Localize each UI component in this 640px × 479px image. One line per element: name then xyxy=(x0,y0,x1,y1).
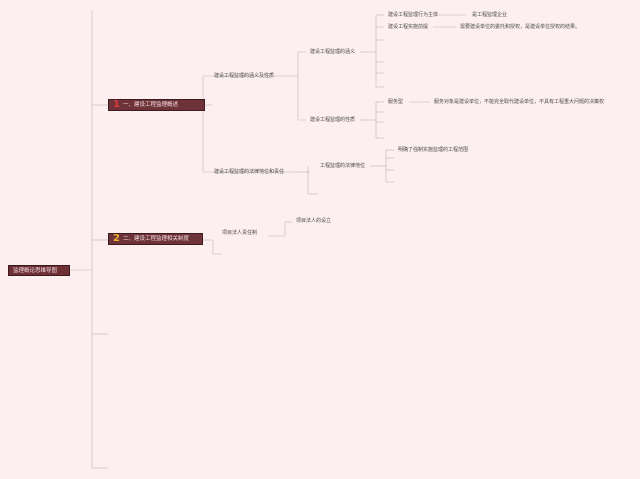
node-legal-status-responsibility[interactable]: 建设工程监理的法律地位和责任 xyxy=(214,169,285,175)
node-supervision-nature[interactable]: 建设工程监理的性质 xyxy=(310,117,356,123)
node-authorization[interactable]: 需要建设单位的委托和授权，是建设单位授权的结果。 xyxy=(460,24,581,30)
node-supervision-enterprise[interactable]: 是工程监理企业 xyxy=(472,12,508,18)
node-supervision-meaning[interactable]: 建设工程监理的涵义 xyxy=(310,49,356,55)
node-service-object[interactable]: 服务对象是建设单位，不能完全取代建设单位，不具有工程重大问题的决策权 xyxy=(434,99,605,105)
node-service-type[interactable]: 服务型 xyxy=(388,99,404,105)
branch-2-number: 2 xyxy=(113,233,120,244)
node-legal-person-establishment[interactable]: 项目法人的设立 xyxy=(296,218,332,224)
node-supervision-meaning-nature[interactable]: 建设工程监理的涵义及性质 xyxy=(214,73,275,79)
node-legal-status[interactable]: 工程监理的法律地位 xyxy=(320,163,366,169)
node-mandatory-scope[interactable]: 明确了强制实施监理的工程范围 xyxy=(398,147,469,153)
branch-1-number: 1 xyxy=(113,99,120,110)
branch-2-label: 二、建设工程监理相关制度 xyxy=(122,236,189,242)
node-project-legal-person[interactable]: 项目法人责任制 xyxy=(222,230,258,236)
node-behavior-subject[interactable]: 建设工程监理行为主体 xyxy=(388,12,439,18)
node-implementation-premise[interactable]: 建设工程实施前提 xyxy=(388,24,429,30)
root-node[interactable]: 监理概论思维导图 xyxy=(8,265,70,276)
branch-1-label: 一、建设工程监理概述 xyxy=(122,102,178,108)
